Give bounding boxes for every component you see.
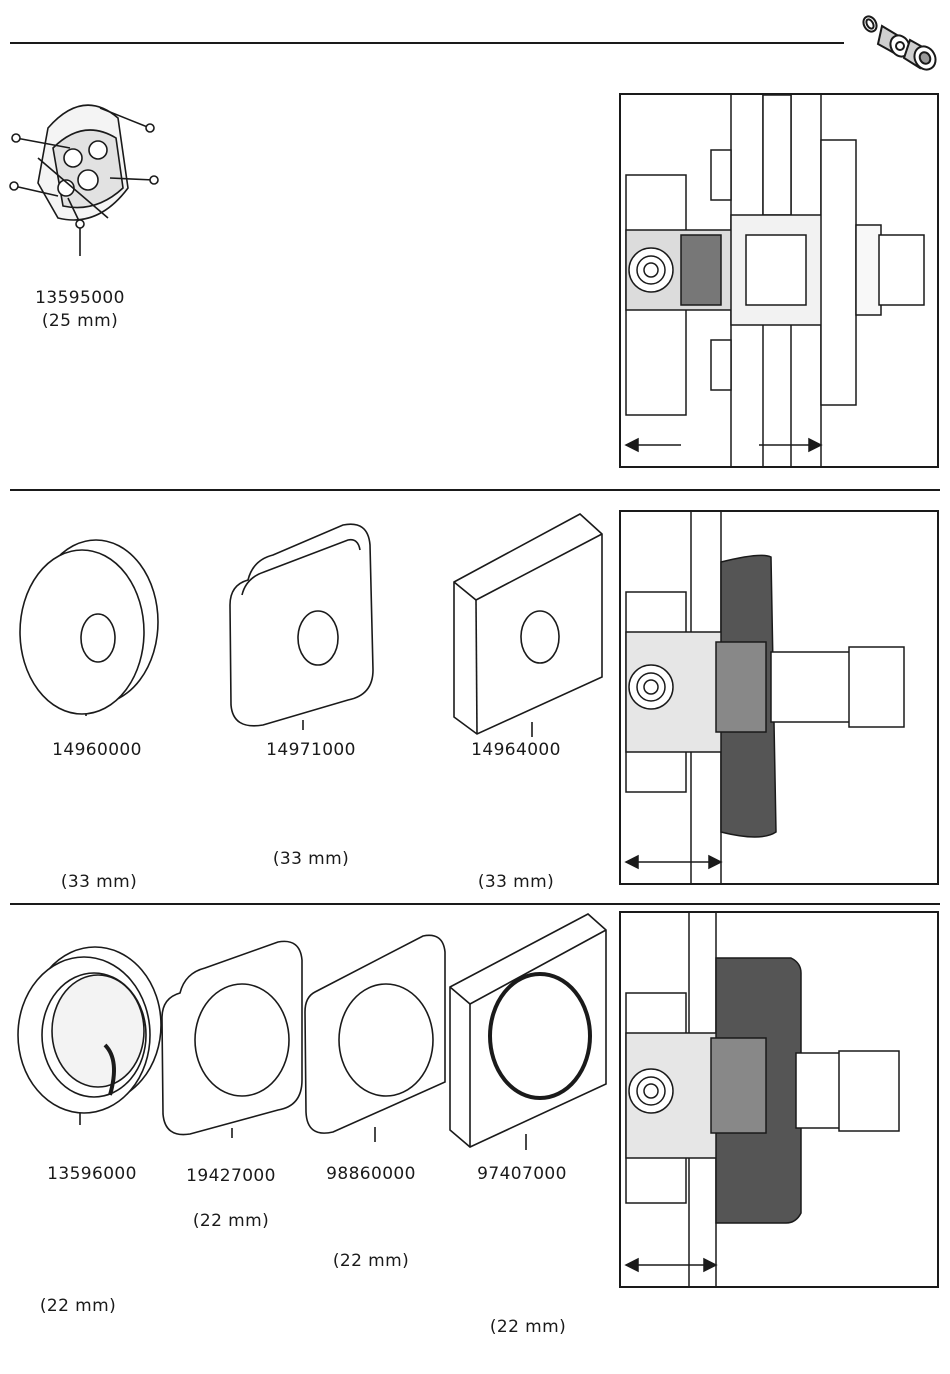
thickness-label: (33 mm) xyxy=(61,872,137,892)
section-divider xyxy=(10,489,940,491)
installation-diagram-22mm xyxy=(619,911,939,1288)
round-trim-ring-icon xyxy=(10,945,165,1125)
accessories-icon xyxy=(858,10,944,70)
part-number: 13595000 xyxy=(35,288,125,308)
round-escutcheon-icon xyxy=(16,540,162,716)
thickness-label: (33 mm) xyxy=(273,849,349,869)
square-escutcheon-icon xyxy=(452,512,604,737)
section-divider xyxy=(10,903,940,905)
part-number: 13596000 xyxy=(47,1164,137,1184)
installation-diagram-33mm xyxy=(619,510,939,885)
thickness-label: (22 mm) xyxy=(333,1251,409,1271)
part-number: 98860000 xyxy=(326,1164,416,1184)
soft-square-trim-icon xyxy=(160,938,305,1138)
square-trim-icon xyxy=(448,912,608,1150)
soft-square-escutcheon-icon xyxy=(228,520,378,730)
installation-diagram-25mm xyxy=(619,93,939,468)
part-number: 97407000 xyxy=(477,1164,567,1184)
part-number: 14971000 xyxy=(266,740,356,760)
extension-set-icon xyxy=(8,88,158,258)
thickness-label: (33 mm) xyxy=(478,872,554,892)
part-number: 19427000 xyxy=(186,1166,276,1186)
rounded-square-trim-icon xyxy=(303,932,448,1142)
section-divider xyxy=(10,42,844,44)
part-number: 14960000 xyxy=(52,740,142,760)
thickness-label: (22 mm) xyxy=(193,1211,269,1231)
thickness-label: (22 mm) xyxy=(40,1296,116,1316)
part-number: 14964000 xyxy=(471,740,561,760)
thickness-label: (22 mm) xyxy=(490,1317,566,1337)
thickness-label: (25 mm) xyxy=(42,311,118,331)
